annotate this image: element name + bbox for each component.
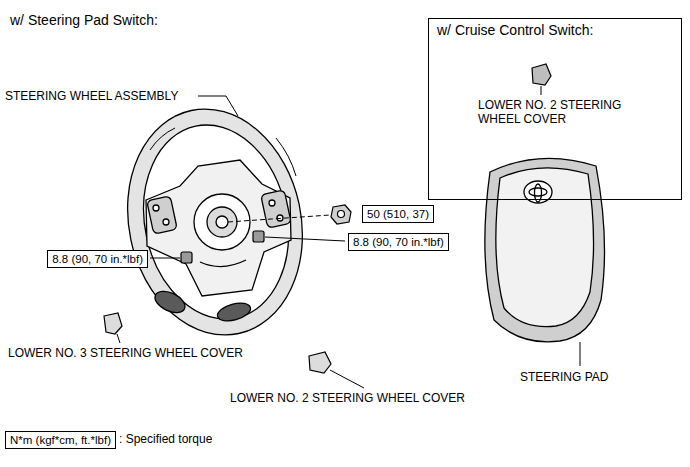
torque-value: 8.8 (90, 70 in.*lbf) <box>52 252 143 266</box>
torque-value: 8.8 (90, 70 in.*lbf) <box>353 235 444 249</box>
section-heading: w/ Steering Pad Switch: <box>10 12 158 28</box>
cover-part <box>104 313 122 334</box>
leader-line <box>117 86 580 388</box>
bolt <box>181 231 264 263</box>
label-holder: STEERING WHEEL ASSEMBLY <box>5 89 178 103</box>
part-label: LOWER NO. 2 STEERING WHEEL COVER <box>230 391 465 405</box>
legend-text: : Specified torque <box>119 432 212 446</box>
label-holder: LOWER NO. 3 STEERING WHEEL COVER <box>8 346 243 360</box>
torque-box: 8.8 (90, 70 in.*lbf) <box>348 233 449 251</box>
label-holder: : Specified torque <box>119 432 212 446</box>
part-label: STEERING WHEEL ASSEMBLY <box>5 89 178 103</box>
steering-pad <box>485 158 605 342</box>
label-holder: w/ Steering Pad Switch: <box>10 12 158 28</box>
legend-torque-box: N*m (kgf*cm, ft.*lbf) <box>5 431 116 449</box>
torque-value: N*m (kgf*cm, ft.*lbf) <box>10 433 111 447</box>
torque-box: 50 (510, 37) <box>362 205 434 223</box>
steering-wheel <box>107 93 323 352</box>
option-box: w/ Cruise Control Switch: LOWER NO. 2 STE… <box>428 18 682 200</box>
label-holder: STEERING PAD <box>520 370 608 384</box>
part-label: LOWER NO. 3 STEERING WHEEL COVER <box>8 346 243 360</box>
label-holder: LOWER NO. 2 STEERING WHEEL COVER <box>230 391 465 405</box>
nut <box>331 205 351 224</box>
cover-part <box>309 352 331 373</box>
part-label: LOWER NO. 2 STEERING WHEEL COVER <box>478 98 638 126</box>
centre-line <box>228 215 330 222</box>
option-heading: w/ Cruise Control Switch: <box>437 22 673 38</box>
torque-box: 8.8 (90, 70 in.*lbf) <box>47 250 148 268</box>
part-label: STEERING PAD <box>520 370 608 384</box>
cover-part <box>532 64 551 85</box>
torque-value: 50 (510, 37) <box>367 207 429 221</box>
